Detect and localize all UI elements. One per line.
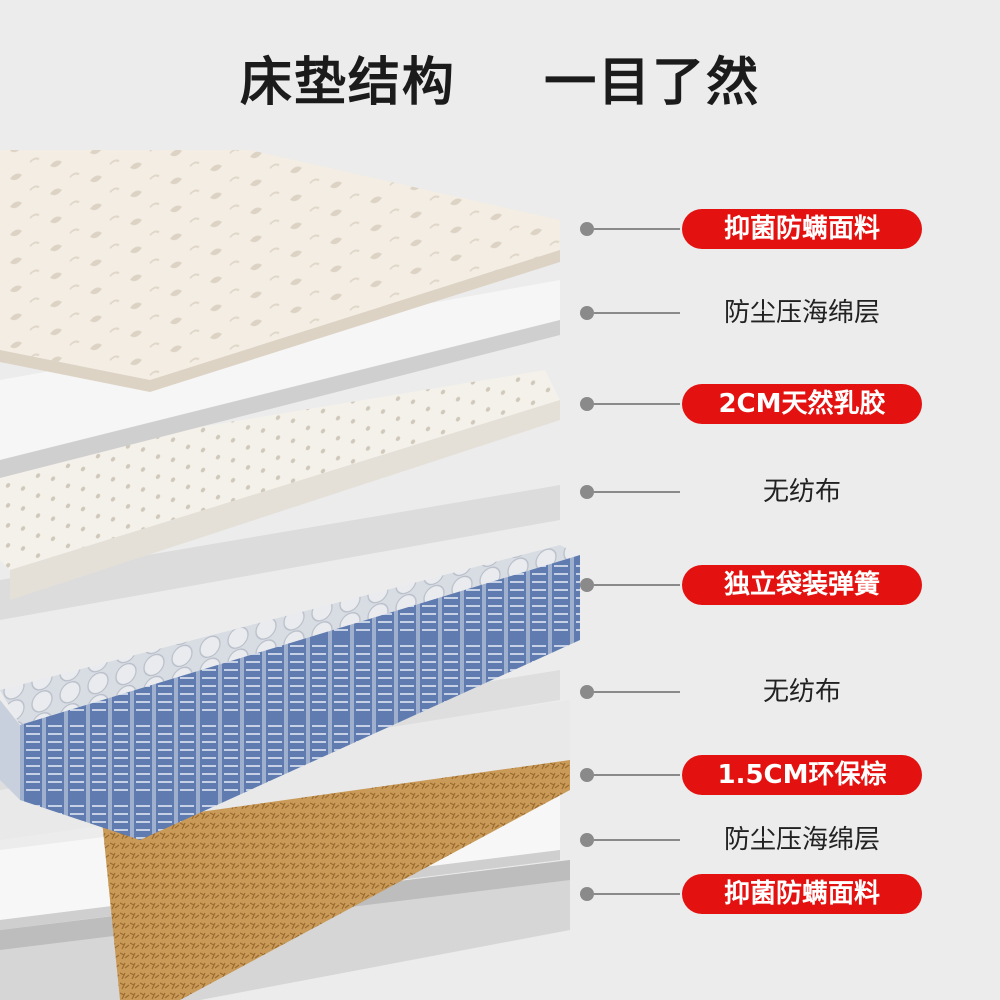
leader-dot: [580, 485, 594, 499]
leader-line: [594, 893, 680, 895]
leader-dot: [580, 768, 594, 782]
layer-label: 1.5CM环保棕: [682, 755, 922, 795]
leader-line: [594, 839, 680, 841]
leader-line: [594, 491, 680, 493]
leader-dot: [580, 887, 594, 901]
leader-dot: [580, 578, 594, 592]
callout-layer-8: 防尘压海绵层: [0, 820, 1000, 860]
callout-layer-5: 独立袋装弹簧: [0, 565, 1000, 605]
top-quilted-fabric: [0, 150, 560, 380]
leader-dot: [580, 833, 594, 847]
leader-line: [594, 774, 680, 776]
callout-layer-2: 防尘压海绵层: [0, 293, 1000, 333]
callout-layer-6: 无纺布: [0, 672, 1000, 712]
leader-line: [594, 584, 680, 586]
layer-label: 2CM天然乳胶: [682, 384, 922, 424]
leader-dot: [580, 222, 594, 236]
callout-layer-4: 无纺布: [0, 472, 1000, 512]
callout-layer-7: 1.5CM环保棕: [0, 755, 1000, 795]
leader-line: [594, 403, 680, 405]
leader-dot: [580, 306, 594, 320]
foam-layer-upper: [0, 280, 560, 460]
latex-layer-top: [0, 370, 560, 570]
leader-line: [594, 691, 680, 693]
nonwoven-layer-upper: [0, 485, 560, 620]
page-title: 床垫结构 一目了然: [239, 53, 761, 113]
spring-unit-top: [0, 545, 580, 725]
callout-layer-1: 抑菌防螨面料: [0, 209, 1000, 249]
layer-label: 抑菌防螨面料: [682, 874, 922, 914]
layer-label: 防尘压海绵层: [723, 298, 880, 328]
layer-label: 防尘压海绵层: [723, 825, 880, 855]
layer-label: 抑菌防螨面料: [682, 209, 922, 249]
leader-dot: [580, 397, 594, 411]
callout-layer-9: 抑菌防螨面料: [0, 874, 1000, 914]
leader-line: [594, 312, 680, 314]
layer-label: 无纺布: [762, 677, 841, 707]
layer-label: 无纺布: [762, 477, 841, 507]
callout-layer-3: 2CM天然乳胶: [0, 384, 1000, 424]
leader-dot: [580, 685, 594, 699]
leader-line: [594, 228, 680, 230]
coir-layer: [100, 755, 570, 1000]
layer-label: 独立袋装弹簧: [682, 565, 922, 605]
spring-unit-side: [20, 555, 580, 840]
